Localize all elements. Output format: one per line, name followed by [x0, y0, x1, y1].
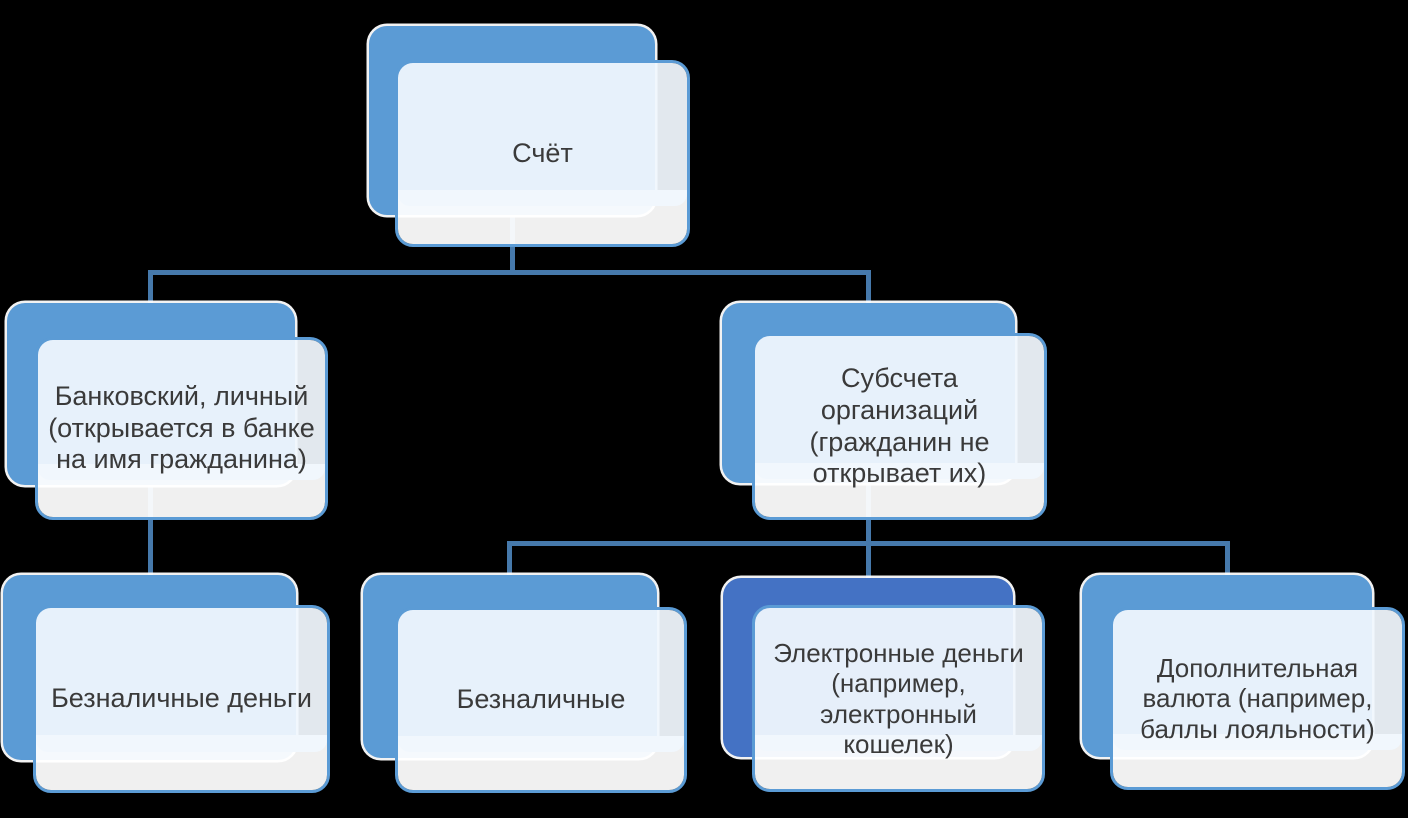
node-e-money-label: Электронные деньги (например, электронны… — [773, 637, 1024, 759]
connector-level1-rail — [148, 270, 871, 275]
node-cashless-card: Безналичные — [395, 607, 687, 793]
node-bank-personal-label: Банковский, личный (открывается в банке … — [48, 381, 315, 475]
card-tint-band — [36, 608, 327, 752]
node-cashless-money-card: Безналичные деньги — [33, 605, 330, 793]
node-e-money-card: Электронные деньги (например, электронны… — [752, 605, 1045, 792]
connector-rail1-left-drop — [148, 270, 153, 322]
node-suborg-label: Субсчета организаций (гражданин не откры… — [809, 363, 990, 489]
connector-rail2-right-drop — [1225, 541, 1230, 585]
card-tint-band — [755, 608, 1042, 751]
connector-rail2-left-drop — [507, 541, 512, 585]
card-tint-band — [38, 340, 325, 480]
connector-rail1-right-drop — [866, 270, 871, 322]
connector-rail2-mid-drop — [866, 541, 871, 585]
node-account-label: Счёт — [512, 137, 573, 168]
card-tint-band — [755, 336, 1044, 479]
node-account-card: Счёт — [395, 60, 690, 247]
node-cashless-label: Безналичные — [456, 684, 626, 715]
node-bank-personal-card: Банковский, личный (открывается в банке … — [35, 337, 328, 520]
node-suborg-card: Субсчета организаций (гражданин не откры… — [752, 333, 1047, 520]
node-extra-currency-card: Дополнительная валюта (например, баллы л… — [1110, 607, 1405, 790]
node-extra-currency-label: Дополнительная валюта (например, баллы л… — [1140, 652, 1375, 744]
node-cashless-money-label: Безналичные деньги — [51, 683, 312, 714]
card-tint-band — [398, 63, 687, 206]
card-tint-band — [398, 610, 684, 753]
card-tint-band — [1113, 610, 1402, 750]
